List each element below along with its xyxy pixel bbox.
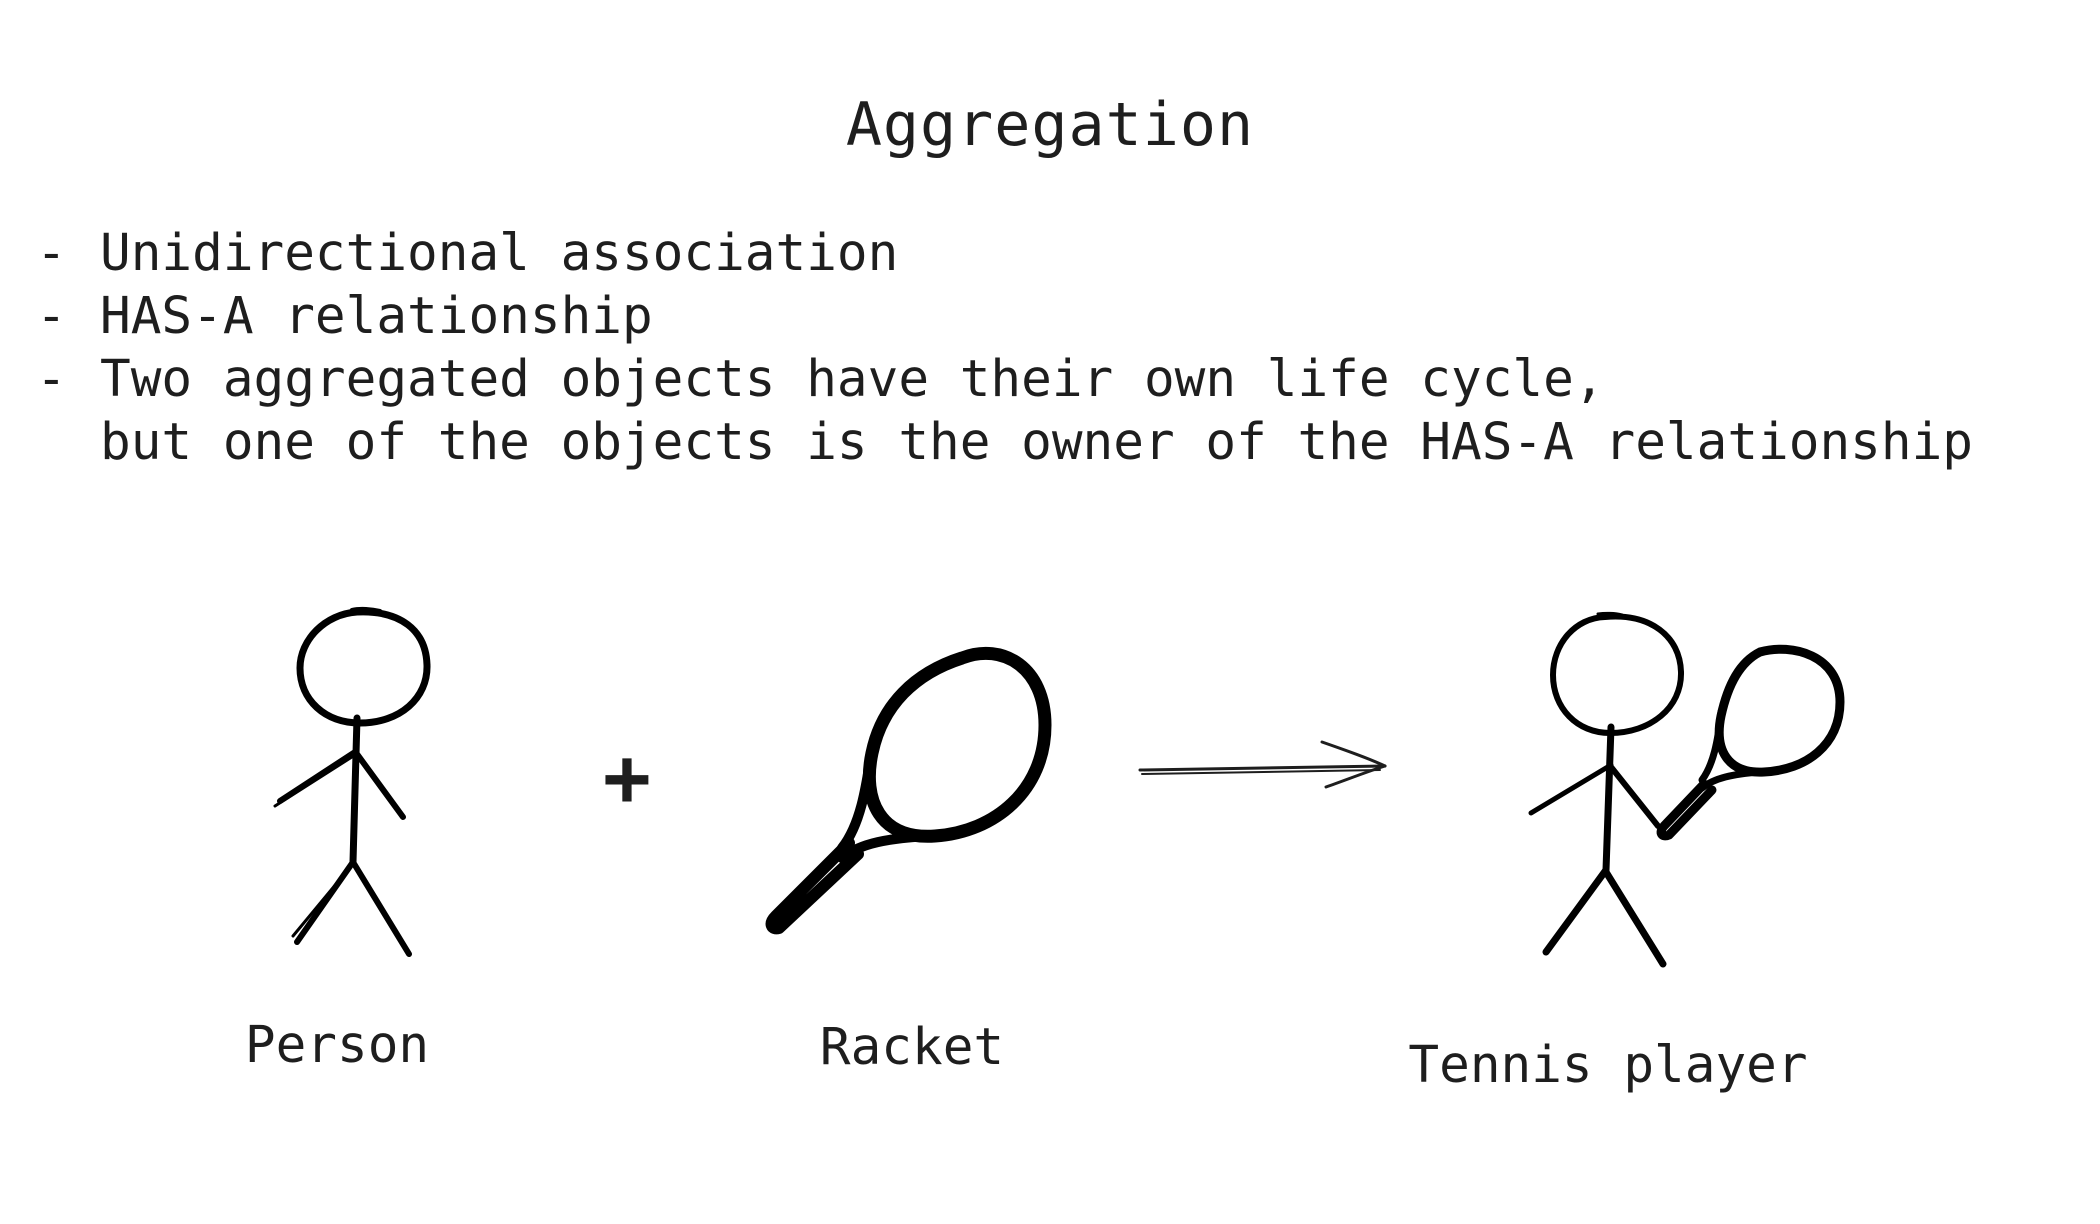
bullet-item-2: -HAS-A relationship <box>36 285 1973 348</box>
caption-tennis-player: Tennis player <box>1408 1036 1808 1095</box>
caption-person: Person <box>244 1016 430 1075</box>
arrow-right-icon <box>1138 740 1387 789</box>
bullet-text: HAS-A relationship <box>100 287 653 346</box>
bullet-item-3: -Two aggregated objects have their own l… <box>36 348 1973 411</box>
bullet-list: -Unidirectional association -HAS-A relat… <box>36 222 1973 474</box>
tennis-player-icon <box>1528 611 1845 968</box>
racket-icon <box>765 646 1052 935</box>
bullet-item-1: -Unidirectional association <box>36 222 1973 285</box>
bullet-text: but one of the objects is the owner of t… <box>100 413 1973 472</box>
diagram-title: Aggregation <box>845 90 1255 160</box>
bullet-marker: - <box>36 287 67 346</box>
bullet-marker: - <box>36 224 67 283</box>
caption-racket: Racket <box>819 1018 1005 1077</box>
stick-figure-icon <box>273 606 431 957</box>
bullet-item-3-continuation: but one of the objects is the owner of t… <box>36 411 1973 474</box>
plus-operator: + <box>603 731 651 824</box>
bullet-text: Unidirectional association <box>100 224 899 283</box>
bullet-marker: - <box>36 350 67 409</box>
bullet-text: Two aggregated objects have their own li… <box>100 350 1605 409</box>
